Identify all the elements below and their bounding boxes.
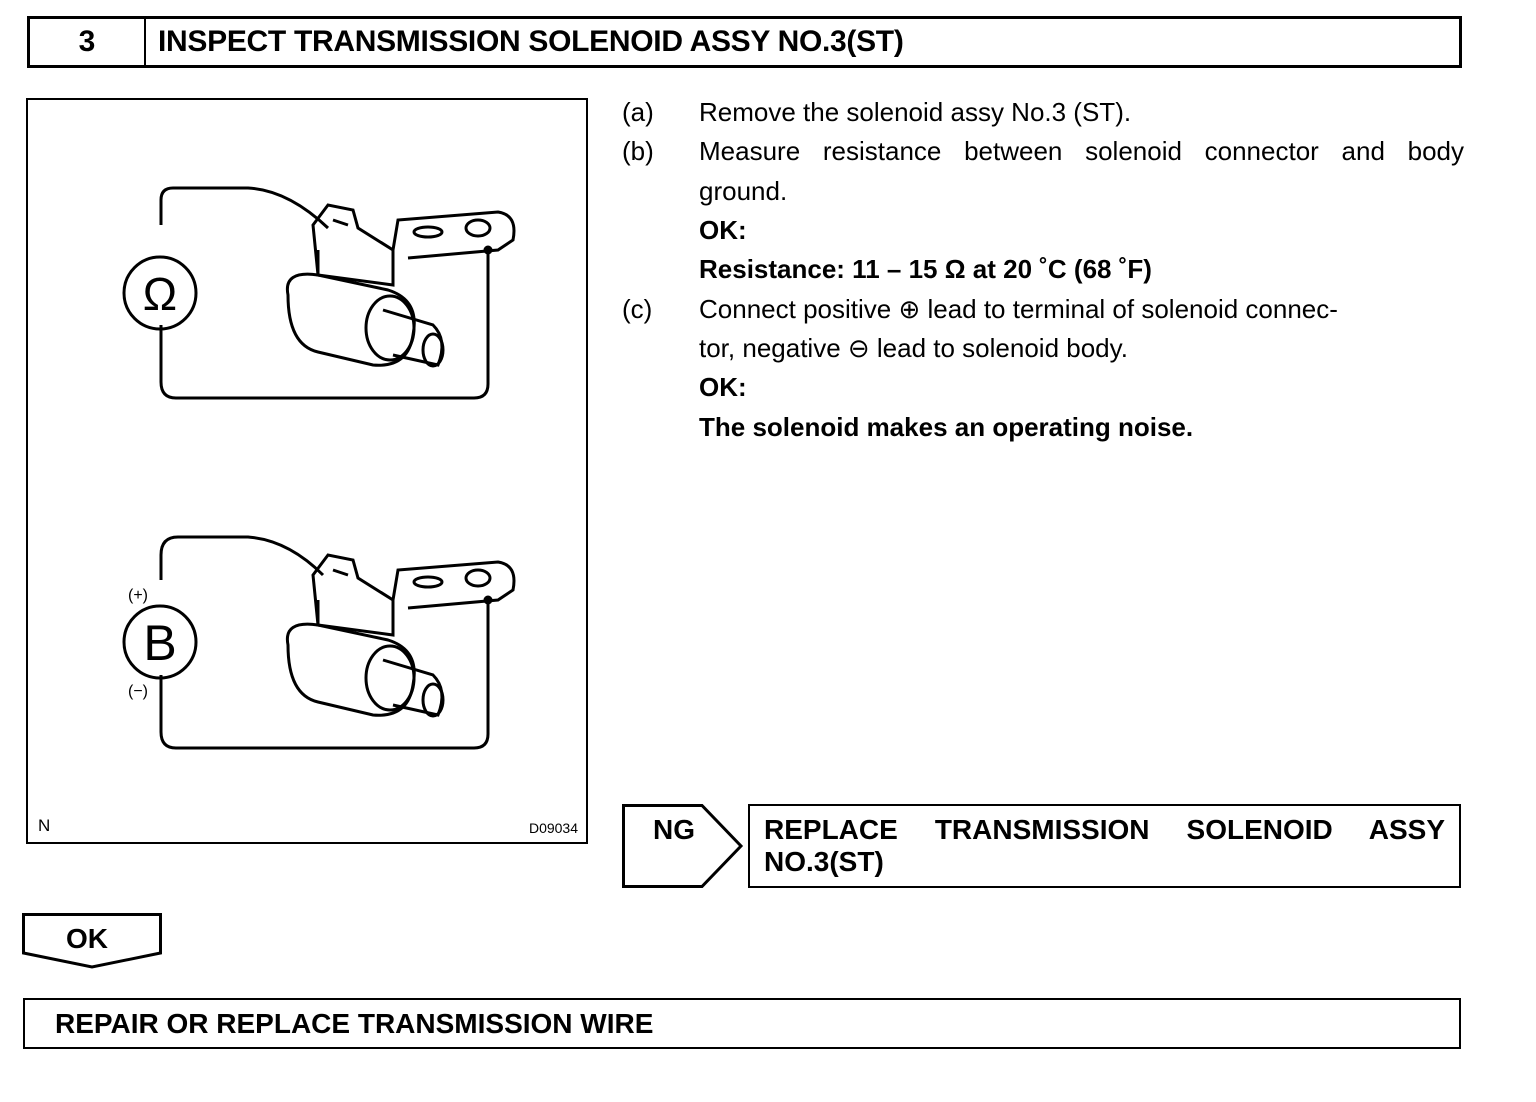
step-a-text: Remove the solenoid assy No.3 (ST).: [699, 97, 1132, 127]
ng-label: NG: [653, 814, 695, 845]
inspection-figure: Ω B (+) (−) N D09034: [26, 98, 588, 844]
ok-label: OK: [66, 923, 108, 954]
figure-corner-label: N: [38, 816, 51, 835]
ok-action-text: REPAIR OR REPLACE TRANSMISSION WIRE: [55, 1008, 654, 1039]
step-b-ok-spec: Resistance: 11 – 15 Ω at 20 ˚C (68 ˚F): [699, 254, 1152, 284]
battery-symbol: B: [143, 615, 176, 671]
step-b-ok-label: OK:: [699, 215, 747, 245]
step-a-label: (a): [622, 97, 654, 127]
step-b-text: Measure resistance between solenoid conn…: [699, 136, 1464, 206]
solenoid-diagram: Ω B (+) (−): [122, 186, 516, 750]
ng-action-line2: NO.3(ST): [764, 846, 884, 877]
ng-arrow-tag: NG: [622, 804, 746, 888]
ok-arrow-tag: OK: [22, 913, 162, 969]
ok-action-box: REPAIR OR REPLACE TRANSMISSION WIRE: [23, 998, 1461, 1049]
ng-action-line1: REPLACE TRANSMISSION SOLENOID ASSY: [764, 814, 1445, 845]
step-number: 3: [30, 19, 146, 65]
step-c-label: (c): [622, 294, 653, 324]
step-title: INSPECT TRANSMISSION SOLENOID ASSY NO.3(…: [158, 25, 904, 58]
step-header: 3 INSPECT TRANSMISSION SOLENOID ASSY NO.…: [27, 16, 1462, 68]
step-c-ok-spec: The solenoid makes an operating noise.: [699, 412, 1194, 442]
battery-icon: [122, 604, 198, 680]
step-b-label: (b): [622, 136, 654, 166]
step-c-ok-label: OK:: [699, 372, 747, 402]
step-c-text-line2: tor, negative ⊖ lead to solenoid body.: [699, 333, 1128, 363]
minus-label: (−): [128, 683, 148, 700]
step-c-text-line1: Connect positive ⊕ lead to terminal of s…: [699, 294, 1338, 324]
figure-id: D09034: [528, 820, 578, 836]
plus-label: (+): [128, 587, 148, 604]
ohm-symbol: Ω: [143, 268, 177, 320]
ohmmeter-icon: [122, 255, 198, 331]
step-b: (b) Measure resistance between solenoid …: [622, 132, 1464, 212]
ng-action-box: REPLACE TRANSMISSION SOLENOID ASSY NO.3(…: [748, 804, 1461, 888]
